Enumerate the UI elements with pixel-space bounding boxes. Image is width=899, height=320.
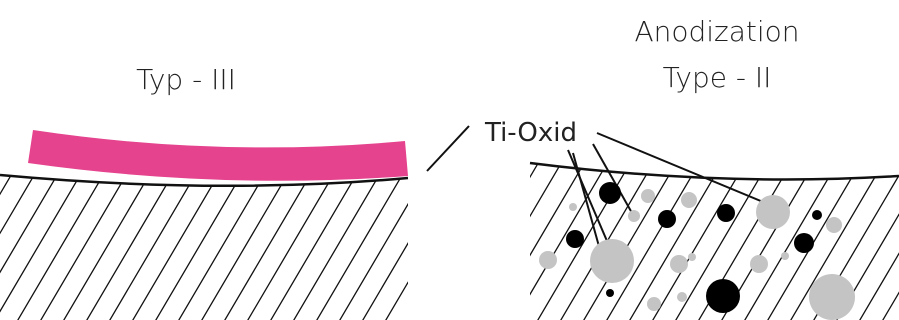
right-particles [539, 182, 855, 320]
light-oxide-particle [681, 192, 697, 208]
hatch-line [0, 175, 67, 320]
dark-oxide-particle [606, 289, 614, 297]
left-substrate-surface-line [0, 173, 409, 188]
hatch-line [0, 175, 44, 320]
hatch-line [0, 175, 21, 320]
dark-oxide-particle [812, 210, 822, 220]
hatch-line [126, 175, 228, 320]
hatch-line [402, 175, 408, 320]
hatch-line [623, 163, 725, 320]
hatch-line [57, 175, 159, 320]
hatch-line [241, 175, 343, 320]
hatch-line [853, 163, 899, 320]
light-oxide-particle [569, 203, 577, 211]
hatch-line [195, 175, 297, 320]
right-type-label: Type - II [663, 61, 772, 94]
hatch-line [646, 163, 748, 320]
hatch-line [80, 175, 182, 320]
hatch-line [530, 163, 564, 320]
left-substrate-hatching [0, 175, 408, 320]
light-oxide-particle [590, 239, 634, 283]
light-oxide-particle [647, 297, 661, 311]
light-oxide-particle [539, 251, 557, 269]
hatch-line [577, 163, 679, 320]
hatch-line [600, 163, 702, 320]
light-oxide-particle [641, 189, 655, 203]
dark-oxide-particle [717, 204, 735, 222]
hatch-line [379, 175, 408, 320]
hatch-line [876, 163, 899, 320]
hatch-line [103, 175, 205, 320]
light-oxide-particle [809, 274, 855, 320]
light-oxide-particle [670, 255, 688, 273]
light-oxide-particle [781, 252, 789, 260]
hatch-line [333, 175, 408, 320]
hatch-line [0, 175, 90, 320]
hatch-line [264, 175, 366, 320]
light-oxide-particle [750, 255, 768, 273]
right-title-label: Anodization [634, 15, 799, 48]
callout-label: Ti-Oxid [484, 118, 577, 148]
hatch-line [738, 163, 840, 320]
hatch-line [34, 175, 136, 320]
hatch-line [310, 175, 408, 320]
hatch-line [530, 163, 587, 320]
hatch-line [172, 175, 274, 320]
hatch-line [218, 175, 320, 320]
light-oxide-particle [688, 253, 696, 261]
hatch-line [11, 175, 113, 320]
hatch-line [356, 175, 408, 320]
hatch-line [530, 163, 610, 320]
light-oxide-particle [756, 195, 790, 229]
dark-oxide-particle [566, 230, 584, 248]
right-substrate-surface-line [529, 161, 899, 181]
hatch-line [530, 163, 541, 320]
hatch-line [149, 175, 251, 320]
light-oxide-particle [628, 210, 640, 222]
dark-oxide-particle [706, 279, 740, 313]
dark-oxide-particle [794, 233, 814, 253]
light-oxide-particle [677, 292, 687, 302]
left-type-label: Typ - III [136, 63, 236, 96]
dark-oxide-particle [599, 182, 621, 204]
hatch-line [669, 163, 771, 320]
hatch-line [784, 163, 886, 320]
dark-oxide-particle [658, 210, 676, 228]
callout-lines [426, 125, 769, 256]
hatch-line [287, 175, 389, 320]
light-oxide-particle [826, 217, 842, 233]
left-oxide-coating [28, 130, 408, 181]
